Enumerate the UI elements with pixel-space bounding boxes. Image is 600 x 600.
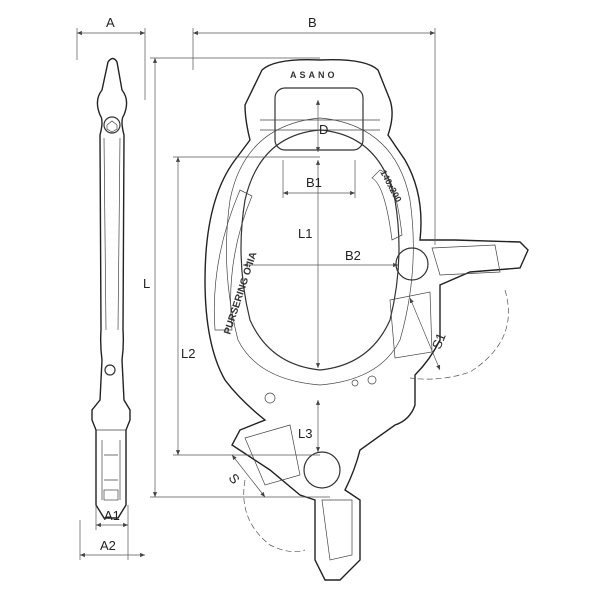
label-b: B <box>308 15 317 30</box>
label-d: D <box>319 122 328 137</box>
dimension-lines <box>76 28 509 560</box>
label-a1: A1 <box>104 508 120 523</box>
label-l3: L3 <box>298 426 312 441</box>
front-view: ASANO PURSERING O-IIA 140x200 <box>204 59 529 581</box>
label-s: S <box>226 471 243 487</box>
label-b2: B2 <box>345 248 361 263</box>
label-s1: S1 <box>429 331 449 351</box>
label-a2: A2 <box>100 538 116 553</box>
side-view <box>91 57 131 519</box>
label-a: A <box>106 15 115 30</box>
label-b1: B1 <box>306 175 322 190</box>
label-l2: L2 <box>181 346 195 361</box>
brand-engraving: ASANO <box>290 70 338 80</box>
dimension-labels: A B L D B1 L1 B2 L2 L3 S S1 A1 A2 <box>100 15 449 553</box>
label-l: L <box>143 276 150 291</box>
label-l1: L1 <box>298 226 312 241</box>
